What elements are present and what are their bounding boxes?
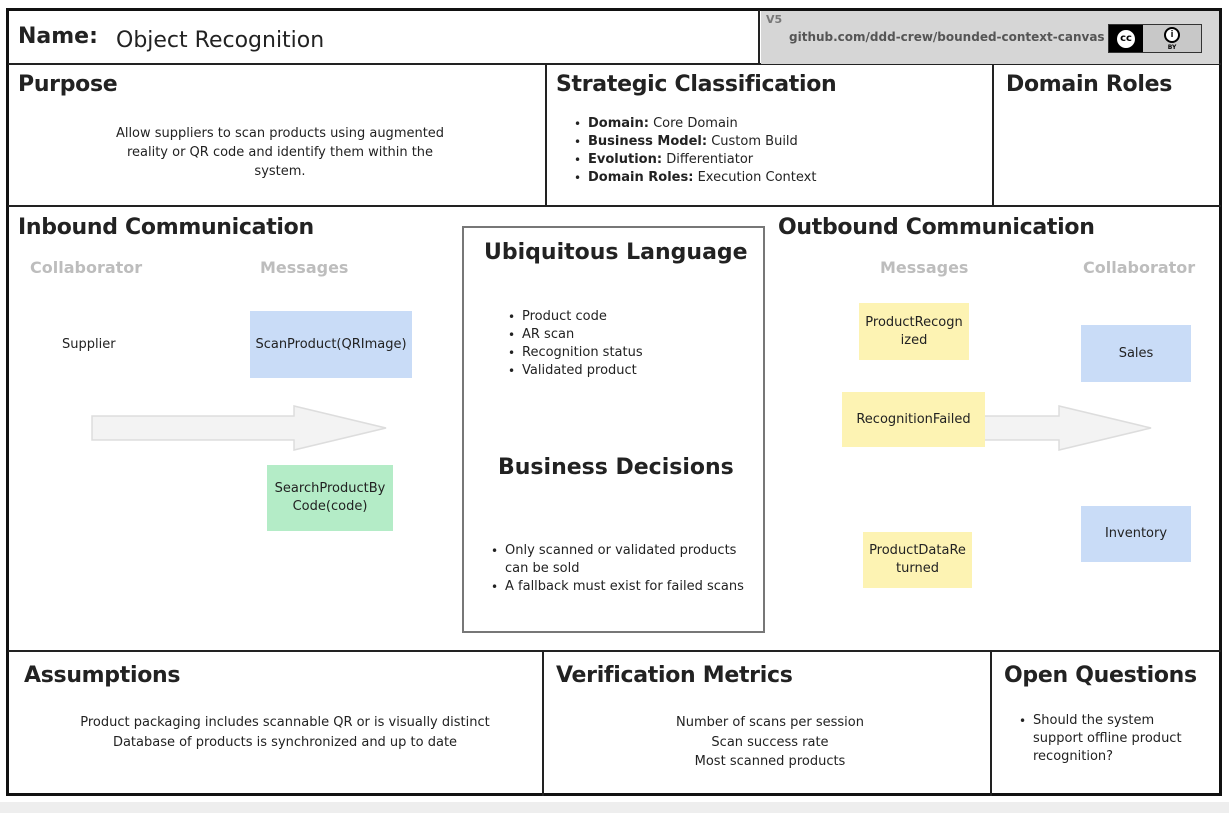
open-questions-list: Should the system support offline produc…	[1017, 712, 1207, 766]
domain-roles-title: Domain Roles	[1006, 72, 1173, 97]
purpose-line: Allow suppliers to scan products using a…	[115, 126, 445, 141]
inbound-collaborator-header: Collaborator	[30, 258, 143, 277]
strategic-key: Evolution:	[588, 152, 663, 167]
ubiquitous-term: Validated product	[506, 362, 746, 380]
business-decisions-title: Business Decisions	[498, 455, 734, 480]
business-decisions-list: Only scanned or validated products can b…	[489, 542, 759, 596]
purpose-line: reality or QR code and identify them wit…	[126, 145, 434, 160]
canvas-frame	[6, 8, 1222, 796]
strategic-item: Domain: Core Domain	[572, 115, 982, 133]
cc-by-panel: i BY	[1143, 25, 1201, 52]
business-decision: A fallback must exist for failed scans	[489, 578, 759, 596]
attribution-icon: i	[1164, 26, 1180, 43]
strategic-value: Custom Build	[711, 134, 798, 149]
strategic-item: Domain Roles: Execution Context	[572, 169, 982, 187]
bottom-strip	[0, 802, 1229, 813]
divider-assumptions-metrics	[542, 651, 544, 796]
strategic-key: Business Model:	[588, 134, 708, 149]
github-link[interactable]: github.com/ddd-crew/bounded-context-canv…	[789, 30, 1105, 44]
strategic-item: Evolution: Differentiator	[572, 151, 982, 169]
divider-header	[8, 63, 1221, 65]
purpose-title: Purpose	[18, 72, 118, 97]
context-name: Object Recognition	[116, 28, 325, 53]
strategic-item: Business Model: Custom Build	[572, 133, 982, 151]
assumption-line: Database of products is synchronized and…	[112, 734, 458, 750]
outbound-collaborator-note[interactable]: Sales	[1081, 325, 1191, 382]
strategic-classification-title: Strategic Classification	[556, 72, 837, 97]
inbound-message-note[interactable]: ScanProduct(QRImage)	[250, 311, 412, 378]
assumptions-title: Assumptions	[24, 663, 181, 688]
outbound-message-note[interactable]: ProductRecogn ized	[859, 303, 969, 360]
divider-bottom-row	[8, 650, 1221, 652]
divider-strategic-roles	[992, 64, 994, 206]
outbound-messages-header: Messages	[880, 258, 969, 277]
strategic-classification-list: Domain: Core Domain Business Model: Cust…	[572, 115, 982, 187]
inbound-message-note[interactable]: SearchProductBy Code(code)	[267, 465, 393, 531]
strategic-value: Differentiator	[666, 152, 754, 167]
metric-line: Most scanned products	[694, 754, 846, 769]
strategic-value: Execution Context	[697, 170, 817, 185]
divider-purpose-strategic	[545, 64, 547, 206]
strategic-value: Core Domain	[653, 116, 738, 131]
cc-by-label: BY	[1167, 43, 1177, 51]
metric-line: Number of scans per session	[676, 715, 864, 730]
open-question: Should the system support offline produc…	[1017, 712, 1207, 766]
creative-commons-badge: cc i BY	[1108, 24, 1202, 53]
version-label: V5	[766, 13, 783, 26]
ubiquitous-term: AR scan	[506, 326, 746, 344]
inbound-collaborator: Supplier	[62, 337, 116, 352]
outbound-message-note[interactable]: ProductDataRe turned	[863, 532, 972, 588]
inbound-communication-title: Inbound Communication	[18, 215, 314, 240]
assumptions-text: Product packaging includes scannable QR …	[40, 713, 530, 752]
outbound-communication-title: Outbound Communication	[778, 215, 1095, 240]
outbound-collaborator-header: Collaborator	[1083, 258, 1196, 277]
verification-metrics-text: Number of scans per session Scan success…	[560, 713, 980, 772]
ubiquitous-term: Recognition status	[506, 344, 746, 362]
outbound-message-note[interactable]: RecognitionFailed	[842, 392, 985, 447]
strategic-key: Domain:	[588, 116, 649, 131]
ubiquitous-language-title: Ubiquitous Language	[484, 240, 748, 265]
outbound-flow-arrow	[956, 405, 1152, 451]
purpose-text: Allow suppliers to scan products using a…	[60, 124, 500, 181]
divider-header-version	[758, 10, 760, 64]
divider-top-row	[8, 205, 1221, 207]
ubiquitous-language-list: Product code AR scan Recognition status …	[506, 308, 746, 380]
verification-metrics-title: Verification Metrics	[556, 663, 793, 688]
cc-icon: cc	[1115, 27, 1137, 50]
inbound-flow-arrow	[91, 405, 387, 451]
assumption-line: Product packaging includes scannable QR …	[80, 715, 490, 730]
name-label: Name:	[18, 24, 98, 49]
outbound-collaborator-note[interactable]: Inventory	[1081, 506, 1191, 562]
ubiquitous-term: Product code	[506, 308, 746, 326]
purpose-line: system.	[254, 164, 306, 179]
open-questions-title: Open Questions	[1004, 663, 1197, 688]
business-decision: Only scanned or validated products can b…	[489, 542, 759, 578]
inbound-messages-header: Messages	[260, 258, 349, 277]
strategic-key: Domain Roles:	[588, 170, 694, 185]
metric-line: Scan success rate	[711, 734, 829, 750]
divider-metrics-questions	[990, 651, 992, 796]
